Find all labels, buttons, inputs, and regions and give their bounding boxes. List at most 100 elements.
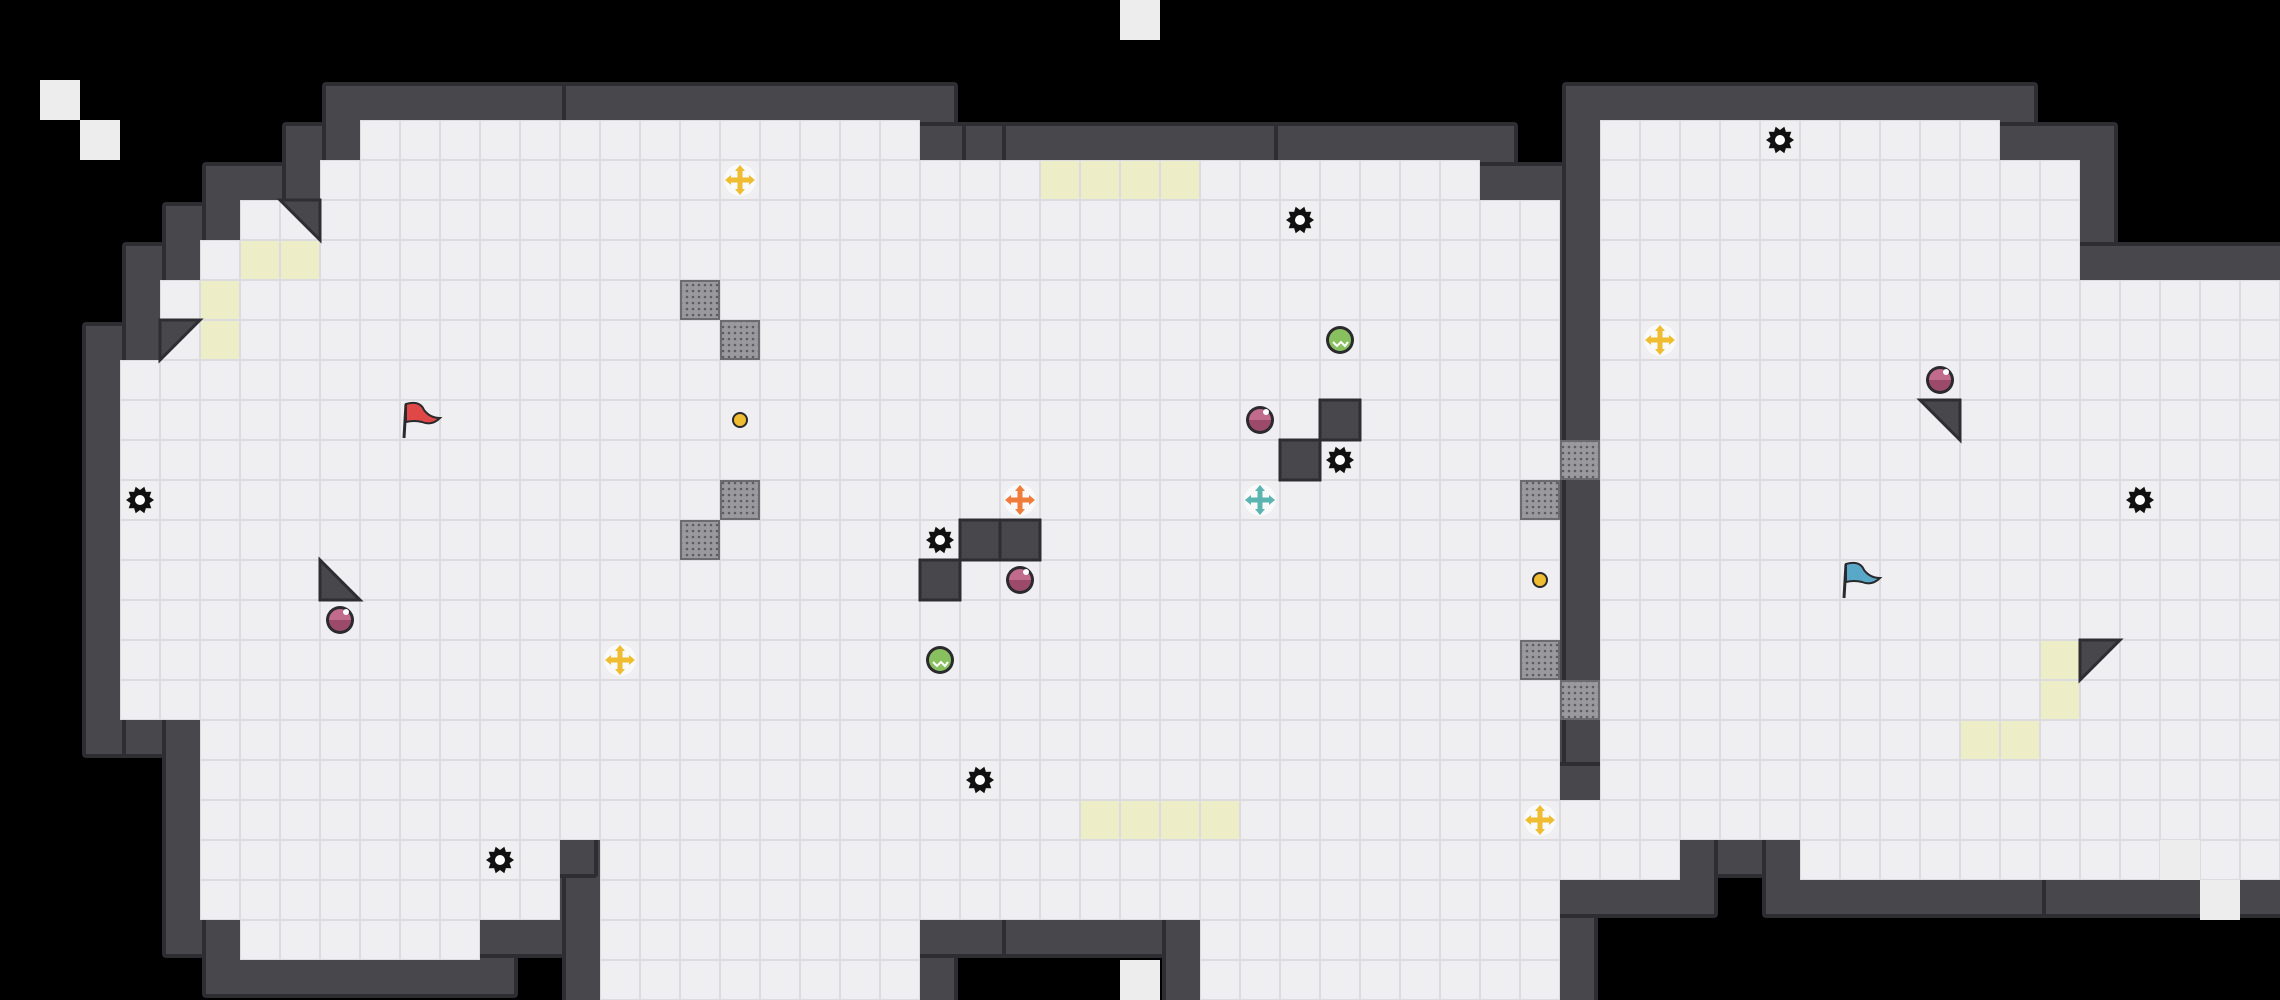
move-arrows-icon: [1244, 484, 1276, 516]
metal-block: [1520, 480, 1560, 520]
metal-block: [720, 320, 760, 360]
metal-block: [1520, 640, 1560, 680]
arrow-up: [1015, 485, 1025, 491]
flag-cloth: [1845, 561, 1883, 585]
saw-icon: [486, 846, 514, 874]
wall-piece: [998, 518, 1042, 562]
wall-piece: [1318, 398, 1362, 442]
arrows-h: [1249, 497, 1271, 503]
move-arrows-icon: [604, 644, 636, 676]
arrow-up: [735, 165, 745, 171]
saw-icon: [1766, 126, 1794, 154]
slope-wall: [276, 198, 322, 244]
gem-shine: [343, 609, 349, 615]
arrow-up: [1655, 325, 1665, 331]
arrow-right: [1669, 335, 1675, 345]
orb-icon: [1326, 326, 1354, 354]
saw-hub: [495, 855, 505, 865]
sticky-tile: [1960, 720, 2000, 760]
arrow-up: [615, 645, 625, 651]
orb-icon: [926, 646, 954, 674]
wall-piece: [958, 518, 1002, 562]
arrow-right: [1029, 495, 1035, 505]
metal-block: [1560, 440, 1600, 480]
saw-icon: [126, 486, 154, 514]
saw-hub: [935, 535, 945, 545]
sticky-tile: [1040, 160, 1080, 200]
arrow-down: [1015, 509, 1025, 515]
saw-hub: [135, 495, 145, 505]
sticky-tile: [280, 240, 320, 280]
sticky-tile: [2040, 680, 2080, 720]
sticky-tile: [2000, 720, 2040, 760]
saw-icon: [1326, 446, 1354, 474]
arrow-right: [1549, 815, 1555, 825]
gem-shine: [1023, 569, 1029, 575]
arrows-h: [1649, 337, 1671, 343]
saw-hub: [1335, 455, 1345, 465]
orb-zigzag: [1332, 340, 1349, 348]
sticky-tile: [200, 320, 240, 360]
slope-wall: [1916, 398, 1962, 444]
sticky-tile: [1120, 160, 1160, 200]
coin-icon: [732, 412, 748, 428]
sticky-tile: [1080, 800, 1120, 840]
gem-icon: [326, 606, 354, 634]
saw-icon: [966, 766, 994, 794]
sticky-tile: [1120, 800, 1160, 840]
flag-icon: [1842, 561, 1883, 599]
corner-marker: [2160, 840, 2200, 880]
arrow-right: [629, 655, 635, 665]
sticky-tile: [2040, 640, 2080, 680]
orb-body: [1329, 329, 1351, 351]
orb-body: [929, 649, 951, 671]
arrow-left: [725, 175, 731, 185]
saw-icon: [2126, 486, 2154, 514]
metal-block: [680, 520, 720, 560]
arrow-right: [749, 175, 755, 185]
corner-marker: [1120, 0, 1160, 40]
sticky-tile: [240, 240, 280, 280]
object-layer: [126, 126, 2154, 874]
arrow-down: [1655, 349, 1665, 355]
arrow-left: [1005, 495, 1011, 505]
move-arrows-icon: [724, 164, 756, 196]
coin-icon: [1532, 572, 1548, 588]
arrow-down: [1255, 509, 1265, 515]
corner-marker: [2200, 880, 2240, 920]
arrows-h: [729, 177, 751, 183]
arrow-left: [1245, 495, 1251, 505]
move-arrows-icon: [1524, 804, 1556, 836]
metal-block: [720, 480, 760, 520]
arrow-down: [735, 189, 745, 195]
sticky-tile: [200, 280, 240, 320]
sticky-tile: [1160, 160, 1200, 200]
metal-block: [1560, 680, 1600, 720]
wall-piece: [1278, 438, 1322, 482]
metal-block: [680, 280, 720, 320]
sticky-tile: [1080, 160, 1120, 200]
floor-area: [2080, 280, 2280, 880]
saw-icon: [926, 526, 954, 554]
saw-hub: [2135, 495, 2145, 505]
arrow-up: [1535, 805, 1545, 811]
saw-icon: [1286, 206, 1314, 234]
gem-icon: [1006, 566, 1034, 594]
flag-icon: [402, 401, 443, 439]
sticky-tile: [1160, 800, 1200, 840]
arrow-right: [1269, 495, 1275, 505]
slope-wall: [158, 318, 204, 364]
arrows-h: [1009, 497, 1031, 503]
orb-zigzag: [932, 660, 949, 668]
arrow-left: [1645, 335, 1651, 345]
corner-marker: [1120, 960, 1160, 1000]
gem-icon: [1246, 406, 1274, 434]
corner-marker: [40, 80, 80, 120]
move-arrows-icon: [1644, 324, 1676, 356]
arrow-up: [1255, 485, 1265, 491]
sticky-tile: [1200, 800, 1240, 840]
slope-wall: [2078, 638, 2124, 684]
gem-shine: [1943, 369, 1949, 375]
